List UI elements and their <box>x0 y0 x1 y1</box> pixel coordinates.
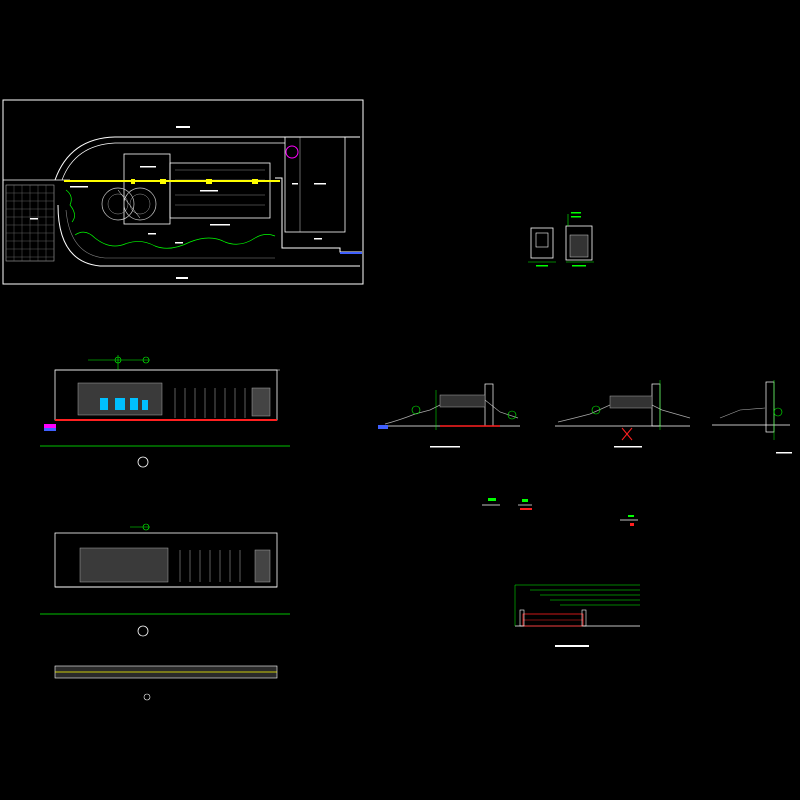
circular-planter-right <box>123 187 157 221</box>
site-plan <box>2 99 364 285</box>
plan-c-marker <box>143 693 151 701</box>
bench-detail <box>514 584 640 647</box>
section-3 <box>712 380 792 454</box>
elev-b-marker <box>137 625 149 637</box>
tree-symbol <box>285 145 299 159</box>
section-1 <box>378 383 520 448</box>
detail-fragments <box>482 498 638 526</box>
pergola-outline <box>169 162 271 219</box>
road-edge-top <box>54 136 360 181</box>
hedge-line <box>74 231 276 249</box>
paving-grid <box>5 184 55 262</box>
section-2 <box>555 380 691 448</box>
plan-strip <box>54 665 278 701</box>
detail-post-section <box>528 212 594 267</box>
elev-a-marker <box>137 456 149 468</box>
circular-planter-left <box>101 187 135 221</box>
site-plan-frame <box>2 99 364 285</box>
road-inner-bottom <box>65 209 275 259</box>
building-footprint <box>284 136 346 233</box>
road-inner-top <box>61 142 285 181</box>
elevation-b <box>40 523 290 637</box>
elevation-a <box>40 355 290 468</box>
road-edge-bottom <box>57 204 360 267</box>
